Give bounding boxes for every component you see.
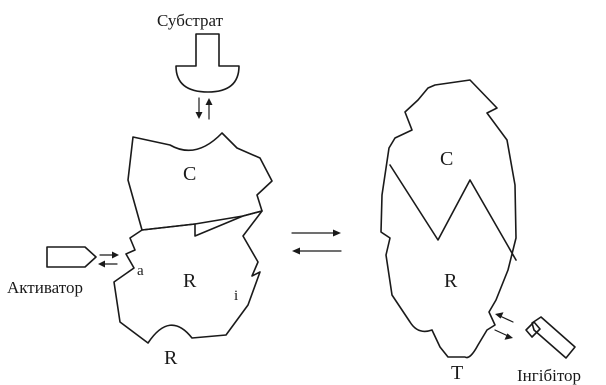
right-regulatory-label: R <box>444 270 458 292</box>
substrate-label: Субстрат <box>157 11 224 30</box>
inhibitor-molecule <box>525 316 576 359</box>
left-catalytic-label: C <box>183 163 196 185</box>
left-regulatory-subunit <box>113 210 263 344</box>
activator-molecule <box>46 246 97 268</box>
inhibitor-cap <box>525 321 541 338</box>
right-state-label: T <box>451 362 463 384</box>
inhibitor-label: Інгібітор <box>517 366 581 385</box>
left-catalytic-subunit <box>127 132 273 231</box>
left-enzyme <box>113 132 273 344</box>
right-enzyme-contour <box>380 79 517 359</box>
right-subunit-boundary <box>389 164 517 261</box>
inhibitor-shape <box>531 316 576 359</box>
equilibrium-arrows <box>291 229 342 255</box>
inhibitor-site-label: i <box>234 288 238 304</box>
activator-shape <box>46 246 97 268</box>
right-enzyme <box>380 79 517 359</box>
activator-binding-arrows <box>98 251 119 268</box>
right-catalytic-label: C <box>440 148 453 170</box>
activator-label: Активатор <box>7 278 83 297</box>
substrate-binding-arrows <box>195 97 213 120</box>
inhibitor-binding-arrows <box>494 312 514 340</box>
activator-site-label: a <box>137 263 144 279</box>
substrate-shape <box>175 33 240 93</box>
left-bottom-regulatory-label: R <box>164 347 178 369</box>
left-regulatory-label: R <box>183 270 197 292</box>
substrate-molecule <box>175 33 240 93</box>
